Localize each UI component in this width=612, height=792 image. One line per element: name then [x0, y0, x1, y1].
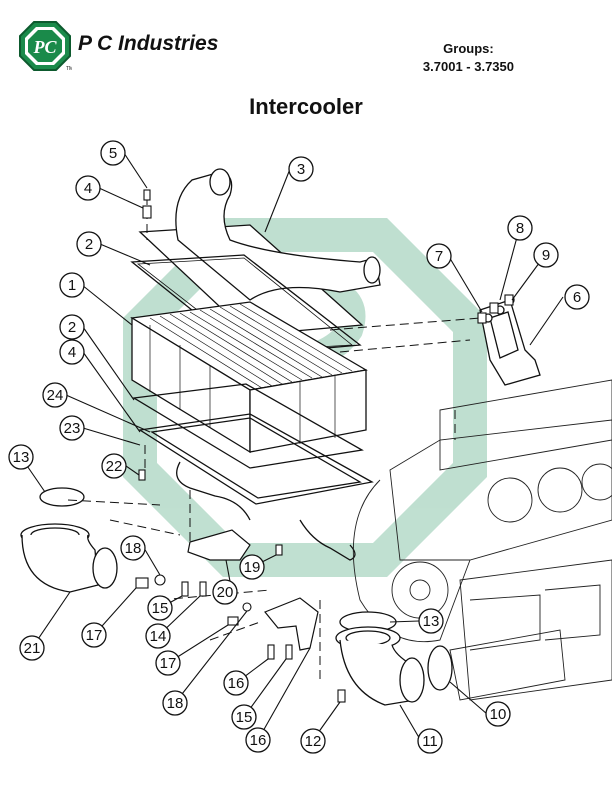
- groups-range: 3.7001 - 3.7350: [422, 59, 514, 74]
- svg-text:15: 15: [152, 600, 169, 617]
- callout-20: 20: [212, 579, 238, 605]
- svg-text:17: 17: [160, 655, 177, 672]
- outlet-elbow: [335, 611, 453, 706]
- callout-13-right: 13: [418, 608, 444, 634]
- callout-18-bottom: 18: [162, 690, 188, 716]
- callout-19: 19: [239, 554, 265, 580]
- callout-15-right: 16: [223, 670, 249, 696]
- groups-block: Groups: 3.7001 - 3.7350: [423, 40, 514, 76]
- callout-3: 3: [288, 156, 314, 182]
- callout-18-top: 18: [120, 535, 146, 561]
- svg-text:7: 7: [435, 248, 443, 265]
- callout-14-left: 14: [145, 623, 171, 649]
- svg-text:18: 18: [167, 695, 184, 712]
- svg-text:17: 17: [86, 627, 103, 644]
- top-cover-plate: [138, 168, 381, 336]
- svg-text:1: 1: [68, 277, 76, 294]
- callout-4-top: 4: [75, 175, 101, 201]
- svg-text:5: 5: [109, 145, 117, 162]
- callout-22: 22: [101, 453, 127, 479]
- svg-text:19: 19: [244, 559, 261, 576]
- svg-text:4: 4: [84, 180, 92, 197]
- svg-text:12: 12: [305, 733, 322, 750]
- engine-block: [352, 379, 612, 701]
- lower-frame: [138, 413, 374, 561]
- callout-7: 7: [426, 243, 452, 269]
- callout-13-left: 13: [8, 444, 34, 470]
- svg-text:3: 3: [297, 161, 305, 178]
- svg-text:13: 13: [13, 449, 30, 466]
- svg-text:8: 8: [516, 220, 524, 237]
- svg-text:22: 22: [106, 458, 123, 475]
- brand-name: P C Industries: [78, 32, 219, 55]
- svg-text:20: 20: [217, 584, 234, 601]
- intercooler-core: [130, 301, 368, 454]
- svg-text:16: 16: [228, 675, 245, 692]
- svg-text:11: 11: [422, 733, 438, 750]
- callout-12: 12: [300, 728, 326, 754]
- groups-label: Groups:: [443, 41, 494, 56]
- svg-text:15: 15: [236, 709, 253, 726]
- svg-text:6: 6: [573, 289, 581, 306]
- callout-8: 8: [507, 215, 533, 241]
- svg-text:16: 16: [250, 732, 267, 749]
- pc-logo: PC TM: [19, 21, 72, 72]
- callout-6: 6: [564, 284, 590, 310]
- callout-16: 16: [245, 727, 271, 753]
- svg-text:14: 14: [150, 628, 167, 645]
- callout-10: 10: [485, 701, 511, 727]
- callout-2-top: 2: [76, 231, 102, 257]
- svg-text:21: 21: [24, 640, 41, 657]
- callout-numbers: 5 4 3 2 8 9 7 6 1 2 4 24 23 22 13 18 19 …: [8, 140, 590, 754]
- lower-gasket: [132, 383, 364, 469]
- svg-text:18: 18: [125, 540, 142, 557]
- callout-14-right: 15: [231, 704, 257, 730]
- callout-17-right: 17: [155, 650, 181, 676]
- callout-5: 5: [100, 140, 126, 166]
- svg-text:24: 24: [47, 387, 64, 404]
- exploded-diagram: 5 4 3 2 8 9 7 6 1 2 4 24 23 22 13 18 19 …: [8, 140, 612, 754]
- svg-text:PC: PC: [32, 37, 57, 57]
- svg-text:23: 23: [64, 420, 81, 437]
- callout-21: 21: [19, 635, 45, 661]
- callout-4-lower: 4: [59, 339, 85, 365]
- svg-text:4: 4: [68, 344, 76, 361]
- callout-1: 1: [59, 272, 85, 298]
- support-brackets: [187, 529, 319, 651]
- callout-9: 9: [533, 242, 559, 268]
- callout-17-left: 17: [81, 622, 107, 648]
- svg-text:10: 10: [490, 706, 507, 723]
- page-title: Intercooler: [249, 94, 363, 119]
- svg-text:2: 2: [85, 236, 93, 253]
- bracket: [479, 295, 541, 386]
- svg-text:9: 9: [542, 247, 550, 264]
- svg-text:13: 13: [423, 613, 440, 630]
- callout-24: 24: [42, 382, 68, 408]
- callout-15-left: 15: [147, 595, 173, 621]
- callout-23: 23: [59, 415, 85, 441]
- callout-11: 11: [417, 728, 443, 754]
- inlet-elbow: [20, 487, 118, 593]
- callout-2-lower: 2: [59, 314, 85, 340]
- svg-text:2: 2: [68, 319, 76, 336]
- svg-text:TM: TM: [66, 66, 72, 72]
